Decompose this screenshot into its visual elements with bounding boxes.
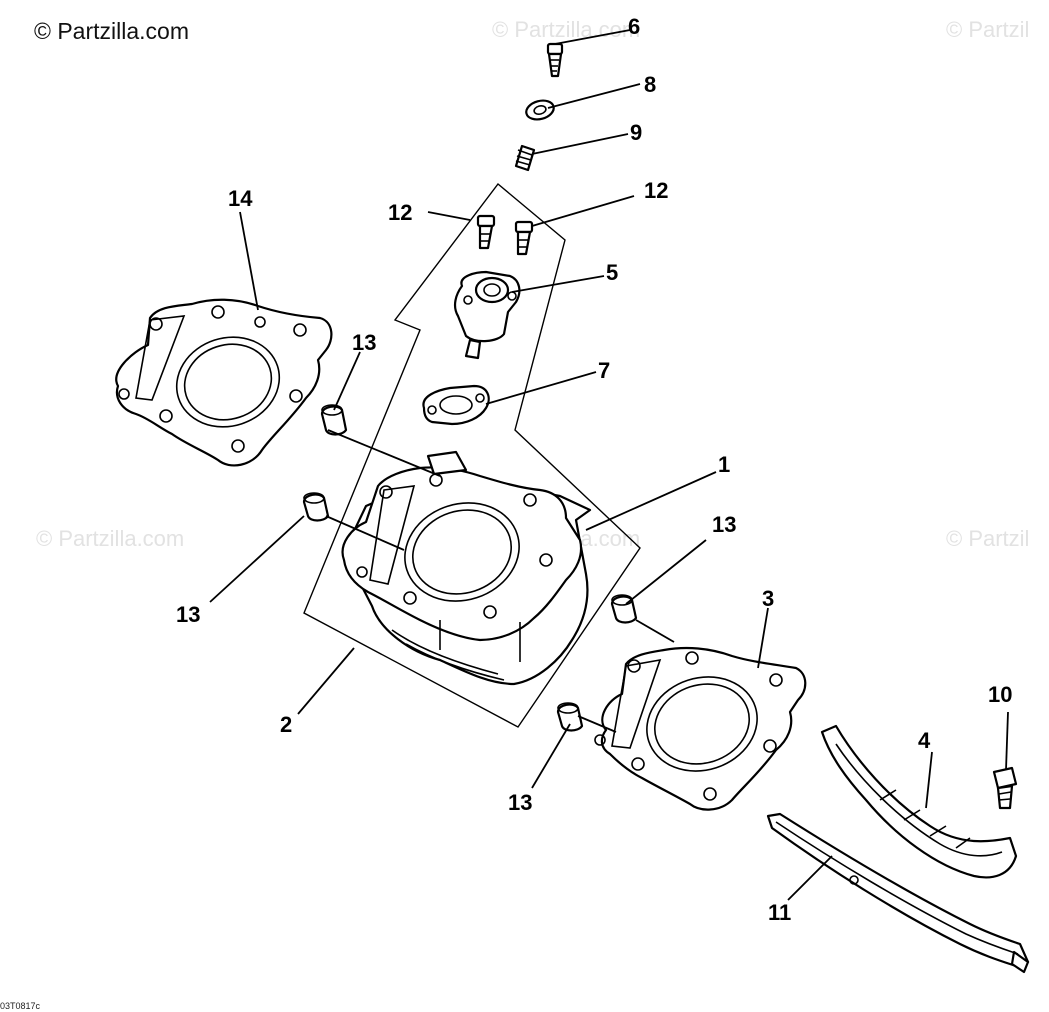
bolt-part-10 <box>992 766 1018 810</box>
callout-13-left: 13 <box>176 602 200 627</box>
diagram-code: 03T0817c <box>0 1001 41 1011</box>
callout-11: 11 <box>768 900 791 925</box>
tensioner-gasket-part-7 <box>422 384 490 426</box>
dowel-pin-part-13 <box>556 702 584 732</box>
callout-12-left: 12 <box>388 200 412 225</box>
watermark: © Partzilla.com <box>36 526 185 551</box>
callout-1: 1 <box>718 452 730 477</box>
leader-lines <box>209 29 1009 901</box>
bolt-part-6 <box>546 42 564 78</box>
bolt-part-12-right <box>514 220 534 256</box>
callout-10: 10 <box>988 682 1012 707</box>
cylinder-base-gasket-part-3 <box>594 646 807 811</box>
callout-13-right: 13 <box>712 512 736 537</box>
callout-13-upper-left: 13 <box>352 330 376 355</box>
spring-part-9 <box>514 144 536 172</box>
bolt-part-12-left <box>476 214 496 250</box>
watermark: © Partzilla.com <box>492 17 641 42</box>
callout-8: 8 <box>644 72 656 97</box>
callout-3: 3 <box>762 586 774 611</box>
tensioner-part-5 <box>453 270 521 360</box>
callout-5: 5 <box>606 260 618 285</box>
callout-14: 14 <box>228 186 253 211</box>
callout-12-right: 12 <box>644 178 668 203</box>
washer-part-8 <box>525 99 555 121</box>
head-gasket-part-14 <box>115 298 333 467</box>
watermark: © Partzil <box>946 526 1030 551</box>
callout-13-bottom: 13 <box>508 790 532 815</box>
dowel-pin-part-13 <box>320 404 348 436</box>
assembly-outline <box>303 182 641 728</box>
dowel-pin-part-13 <box>302 492 330 522</box>
callout-9: 9 <box>630 120 642 145</box>
copyright-label: © Partzilla.com <box>34 18 189 44</box>
watermark: © Partzil <box>946 17 1030 42</box>
callout-4: 4 <box>918 728 931 753</box>
cylinder-part-1 <box>341 450 592 686</box>
chain-guide-part-11 <box>766 812 1030 974</box>
chain-guide-part-4 <box>820 724 1018 879</box>
callout-7: 7 <box>598 358 610 383</box>
callout-2: 2 <box>280 712 292 737</box>
callout-6: 6 <box>628 14 640 39</box>
